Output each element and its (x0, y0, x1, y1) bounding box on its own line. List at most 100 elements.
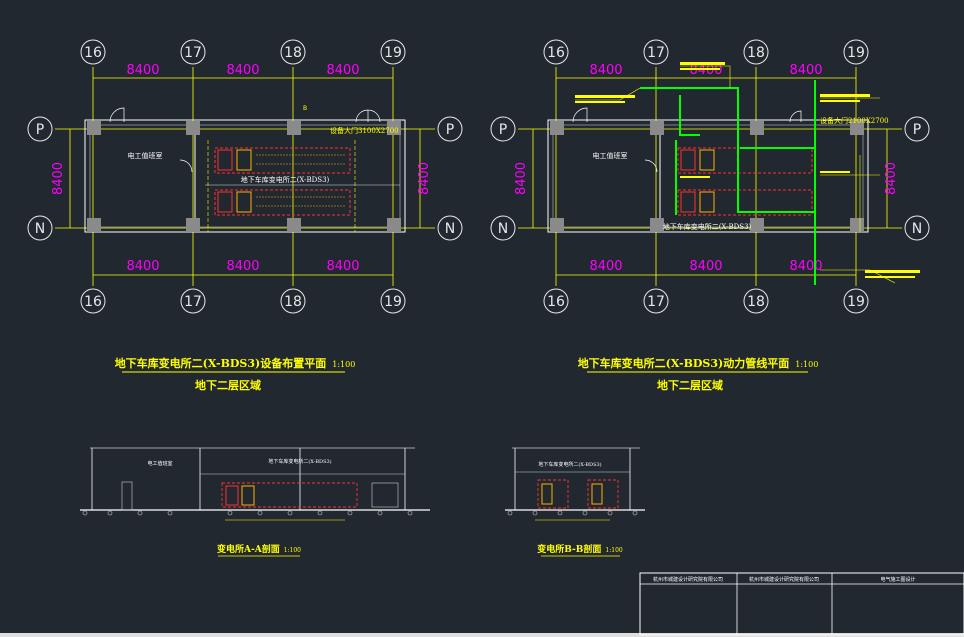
building-inner-outline (552, 124, 864, 228)
axis-label: 18 (747, 45, 765, 61)
axis-bubble (543, 39, 569, 65)
door-note: 设备大门2100X2700 (820, 116, 889, 125)
span-dimension: 8400 (126, 63, 159, 78)
axis-label: 17 (647, 45, 665, 61)
span-dimension: 8400 (514, 162, 529, 195)
axis-bubble (843, 288, 869, 314)
axis-label: 17 (184, 45, 202, 61)
span-dimension: 8400 (51, 162, 66, 195)
column (186, 121, 200, 135)
double-door-swing (355, 109, 381, 123)
axis-bubble (643, 288, 669, 314)
axis-bubble (380, 39, 406, 65)
axis-label: 19 (384, 45, 402, 61)
axis-label: 16 (84, 294, 102, 310)
door-swing (789, 110, 802, 123)
axis-bubble (437, 215, 463, 241)
axis-bubble (180, 39, 206, 65)
column (287, 121, 301, 135)
room-name: 地下车库变电所二(X-BDS3) (663, 222, 752, 231)
title-block-cell: 杭州市城建设计研究院有限公司 (749, 576, 819, 583)
axis-bubble (490, 116, 516, 142)
axis-bubble (280, 288, 306, 314)
room-label: 电工值班室 (593, 151, 628, 160)
axis-label: N (35, 221, 45, 237)
span-dimension: 8400 (689, 63, 722, 78)
door-swing (644, 159, 658, 173)
column (186, 218, 200, 232)
column (387, 218, 401, 232)
column (87, 218, 101, 232)
axis-bubble (490, 215, 516, 241)
span-dimension: 8400 (226, 259, 259, 274)
equipment-door-note: 设备大门3100X2700 (330, 126, 399, 135)
door-swing (109, 107, 125, 123)
column (750, 218, 764, 232)
axis-label: P (36, 122, 44, 138)
title-block: 杭州市城建设计研究院有限公司 杭州市城建设计研究院有限公司 电气施工图设计 (639, 572, 964, 636)
axis-bubble (380, 288, 406, 314)
cable-annotations (575, 62, 920, 278)
door-swing (179, 159, 193, 173)
section-marker: B (303, 105, 307, 112)
span-dimension: 8400 (789, 259, 822, 274)
title-block-cell: 杭州市城建设计研究院有限公司 (653, 576, 723, 583)
axis-bubble (27, 116, 53, 142)
axis-bubble (904, 215, 930, 241)
switchgear-row-bottom (214, 189, 351, 216)
axis-bubble (743, 288, 769, 314)
axis-bubble (437, 116, 463, 142)
section-room-name: 地下车库变电所二(X-BDS3) (538, 461, 601, 468)
axis-label: N (912, 221, 922, 237)
axis-bubble (280, 39, 306, 65)
axis-label: 16 (84, 45, 102, 61)
column (550, 121, 564, 135)
switchgear-row-top (214, 147, 351, 174)
room-name: 地下车库变电所二(X-BDS3) (241, 175, 330, 184)
axis-bubble (904, 116, 930, 142)
span-dimension: 8400 (326, 63, 359, 78)
column (87, 121, 101, 135)
column (750, 121, 764, 135)
span-dimension: 8400 (589, 259, 622, 274)
axis-label: 17 (184, 294, 202, 310)
column (850, 218, 864, 232)
span-dimension: 8400 (789, 63, 822, 78)
axis-label: P (499, 122, 507, 138)
axis-bubble (543, 288, 569, 314)
axis-bubble (80, 288, 106, 314)
axis-bubble (27, 215, 53, 241)
title-block-cell: 电气施工图设计 (880, 576, 915, 583)
axis-label: 18 (747, 294, 765, 310)
span-dimension: 8400 (126, 259, 159, 274)
axis-bubble (843, 39, 869, 65)
span-dimension: 8400 (417, 162, 432, 195)
building-outline (547, 119, 869, 233)
axis-bubble (743, 39, 769, 65)
door-swing (572, 107, 588, 123)
axis-label: 17 (647, 294, 665, 310)
axis-label: N (498, 221, 508, 237)
plan-subtitle: 地下二层区域 (657, 378, 723, 392)
axis-label: 16 (547, 294, 565, 310)
section-room-name: 地下车库变电所二(X-BDS3) (268, 458, 331, 465)
axis-label: P (913, 122, 921, 138)
cable-routes (640, 80, 816, 285)
column (387, 121, 401, 135)
span-dimension: 8400 (689, 259, 722, 274)
room-label: 电工值班室 (128, 151, 163, 160)
span-dimension: 8400 (326, 259, 359, 274)
column (650, 121, 664, 135)
axis-bubble (80, 39, 106, 65)
column (850, 121, 864, 135)
